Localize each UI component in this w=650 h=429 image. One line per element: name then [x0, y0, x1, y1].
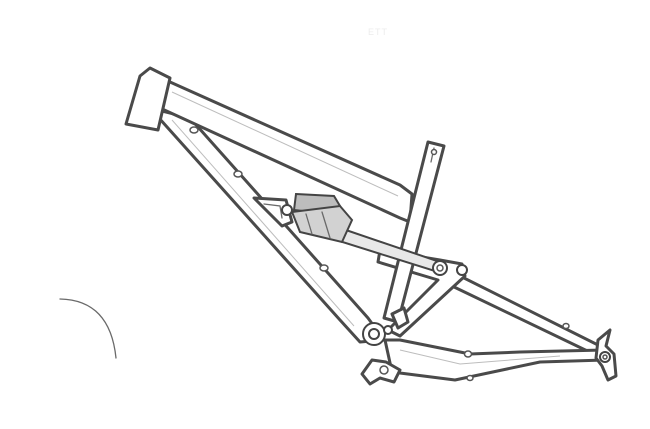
shock-mount-inner	[263, 203, 283, 219]
chainstay-bolt-1	[463, 350, 473, 358]
down-tube-highlight	[171, 119, 355, 327]
watermark-text: ETT	[368, 27, 388, 37]
shock-mount-bracket	[252, 196, 294, 228]
bottom-bracket-inner	[368, 328, 380, 340]
seat-stay	[446, 268, 606, 360]
shock-body	[290, 204, 354, 244]
chain-stay	[383, 338, 607, 382]
shock-body-ring	[305, 211, 331, 239]
cable-guide-3	[319, 264, 329, 272]
seatstay-pivot	[456, 264, 468, 276]
seat-clamp-bolt	[430, 148, 438, 156]
front-wheel-arc	[59, 298, 117, 359]
rear-shock	[290, 192, 442, 274]
chain-stay-highlight	[399, 349, 561, 365]
head-tube	[124, 66, 172, 132]
shock-front-mount	[281, 204, 293, 216]
chainstay-pivot	[383, 325, 393, 335]
chainstay-bolt-2	[466, 374, 474, 382]
cable-guide-1	[189, 126, 199, 134]
rear-axle-inner	[602, 354, 608, 360]
cable-guide-2	[233, 170, 243, 178]
iscg-hole	[379, 365, 389, 375]
stay-bridge	[390, 306, 410, 330]
top-tube-highlight	[171, 91, 399, 197]
seatstay-bolt	[562, 322, 570, 330]
rocker-pivot-inner	[436, 264, 444, 272]
